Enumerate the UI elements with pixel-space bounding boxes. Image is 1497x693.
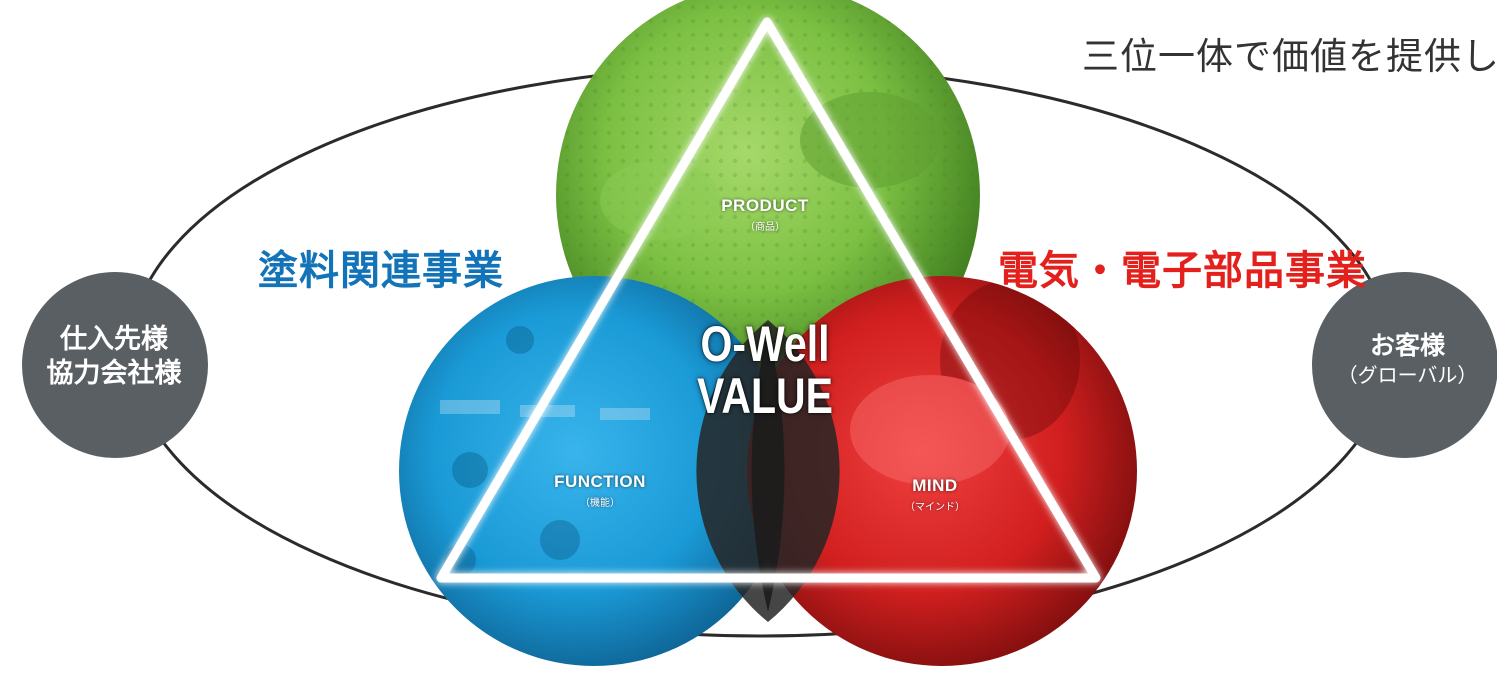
product-label: PRODUCT （商品） [690, 196, 840, 233]
mind-jp: （マインド） [905, 502, 965, 513]
mind-label: MIND （マインド） [860, 476, 1010, 513]
supplier-line1: 仕入先様 [60, 324, 168, 355]
function-jp: （機能） [580, 498, 620, 509]
product-en: PRODUCT [721, 196, 809, 215]
center-title: O-Well VALUE [663, 318, 868, 422]
function-label: FUNCTION （機能） [525, 472, 675, 509]
customer-line1: お客様 [1369, 331, 1445, 360]
function-en: FUNCTION [554, 472, 646, 491]
value-triangle [436, 17, 1101, 583]
mind-en: MIND [912, 476, 958, 495]
customer-label: お客様 （グローバル） [1310, 330, 1497, 388]
center-title-line1: O-Well [700, 316, 830, 372]
customer-line2: （グローバル） [1337, 363, 1478, 388]
page-heading: 三位一体で価値を提供し [1082, 35, 1497, 78]
mind-circle [747, 276, 1137, 666]
supplier-circle [22, 272, 208, 458]
center-title-line2: VALUE [697, 368, 833, 424]
product-jp: （商品） [745, 222, 785, 233]
supplier-line2: 協力会社様 [46, 357, 182, 389]
sector-label-electronics: 電気・電子部品事業 [998, 248, 1367, 294]
sector-label-paint: 塗料関連事業 [258, 248, 504, 294]
supplier-label: 仕入先様 協力会社様 [24, 323, 204, 391]
customer-circle [1312, 272, 1497, 458]
